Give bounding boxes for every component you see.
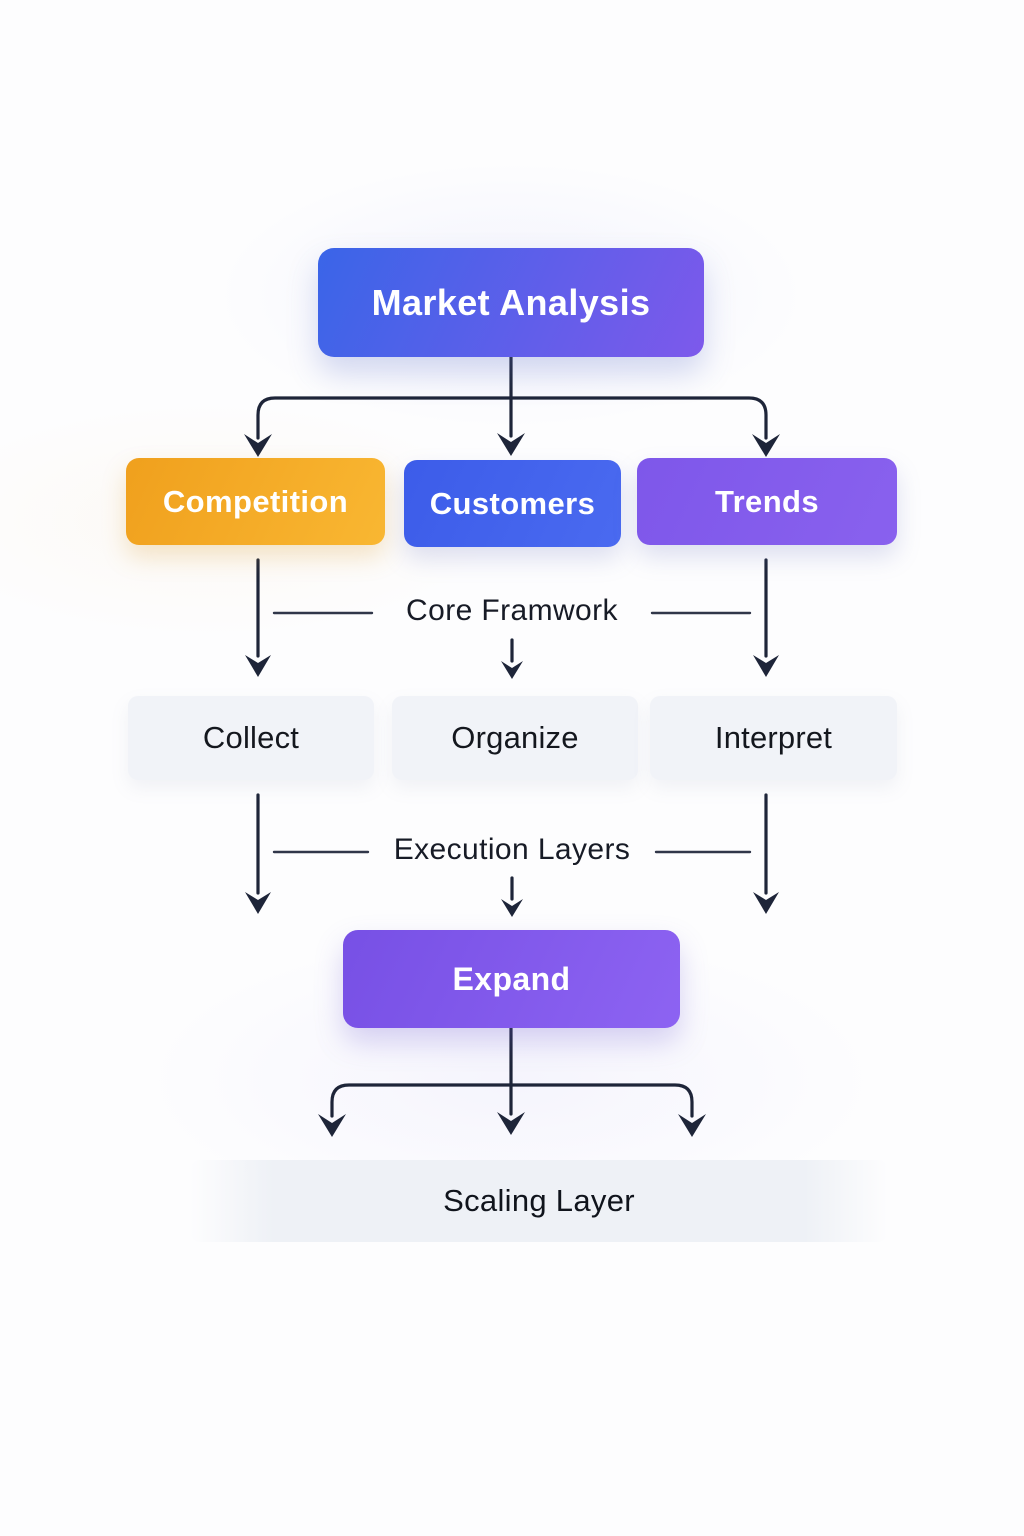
arrowhead-down-icon	[501, 661, 523, 679]
arrowhead-down-icon	[244, 434, 272, 457]
node-customers: Customers	[404, 460, 621, 547]
node-label: Competition	[162, 483, 349, 519]
arrowhead-down-icon	[245, 655, 271, 677]
scaling-layer-band: Scaling Layer	[190, 1160, 888, 1242]
arrowhead-down-icon	[753, 655, 779, 677]
section-label-core-framework: Core Framwork	[0, 594, 1024, 628]
node-label: Collect	[202, 720, 300, 755]
node-label: Market Analysis	[371, 281, 651, 323]
arrowhead-down-icon	[501, 899, 523, 917]
node-label: Trends	[714, 483, 820, 519]
section-label-text: Execution Layers	[393, 833, 631, 866]
band-label: Scaling Layer	[443, 1183, 635, 1218]
root-branch-arrows	[244, 355, 780, 457]
arrowhead-down-icon	[245, 892, 271, 914]
execution-layer-arrows	[245, 793, 779, 917]
node-label: Interpret	[714, 720, 833, 755]
arrowhead-down-icon	[318, 1114, 346, 1137]
section-label-text: Core Framwork	[406, 594, 618, 627]
arrowhead-down-icon	[497, 1112, 525, 1135]
node-organize: Organize	[392, 696, 638, 780]
arrowhead-down-icon	[753, 892, 779, 914]
section-label-execution-layers: Execution Layers	[0, 833, 1024, 867]
arrowhead-down-icon	[678, 1114, 706, 1137]
arrowhead-down-icon	[752, 434, 780, 457]
node-expand: Expand	[343, 930, 680, 1028]
node-label: Customers	[429, 485, 596, 521]
expand-branch-arrows	[318, 1026, 706, 1137]
node-competition: Competition	[126, 458, 385, 545]
node-label: Organize	[451, 720, 579, 755]
arrowhead-down-icon	[497, 433, 525, 456]
node-trends: Trends	[637, 458, 897, 545]
node-label: Expand	[452, 960, 571, 997]
node-interpret: Interpret	[650, 696, 897, 780]
node-market-analysis: Market Analysis	[318, 248, 704, 357]
core-framework-arrows	[245, 558, 779, 679]
node-collect: Collect	[128, 696, 374, 780]
